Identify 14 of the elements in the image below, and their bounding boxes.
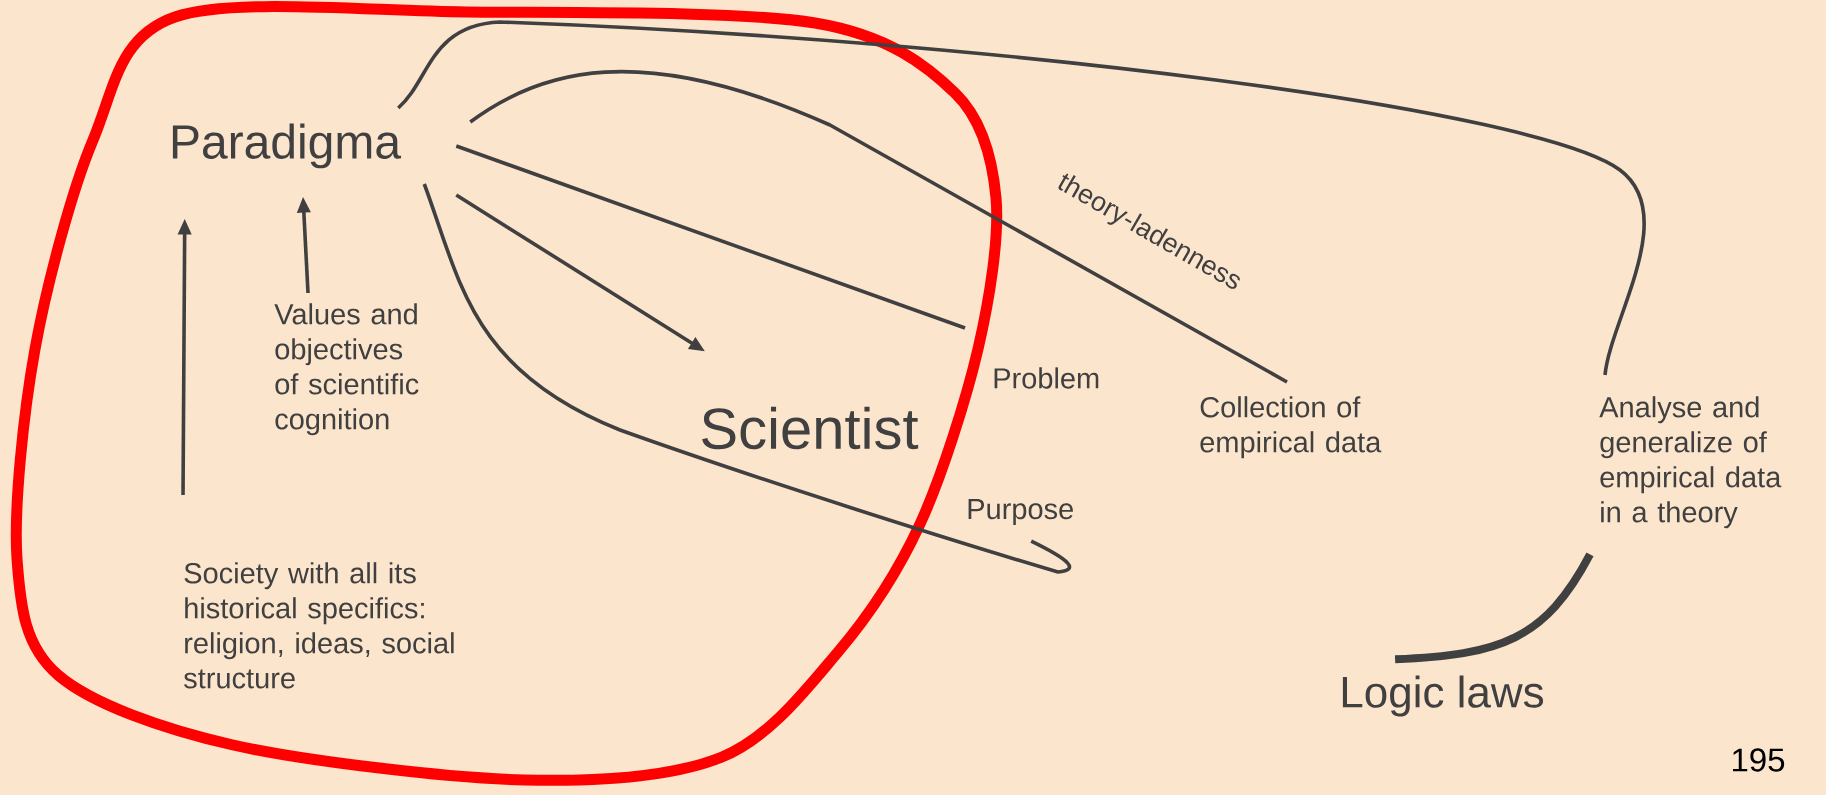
connector-line <box>422 183 1071 574</box>
connector-line <box>469 70 1288 384</box>
concept-label: Collection of empirical data <box>1200 396 1382 459</box>
concept-label: Logic laws <box>1342 675 1544 717</box>
page-number: 195 <box>1733 748 1785 772</box>
connector-line <box>396 20 1646 376</box>
concept-label: Analyse and generalize of empirical data in a theory <box>1599 396 1782 529</box>
concept-label: Scientist <box>702 406 919 450</box>
concept-label: Paradigma <box>172 123 402 169</box>
concept-label: Purpose <box>968 499 1073 525</box>
concept-label: Values and objectives of scientific cognition <box>274 303 419 436</box>
concept-label: Society with all its historical specifics: religion, ideas, social structure <box>184 562 454 689</box>
concept-label: Problem <box>994 367 1099 389</box>
connector-line <box>1394 552 1594 664</box>
